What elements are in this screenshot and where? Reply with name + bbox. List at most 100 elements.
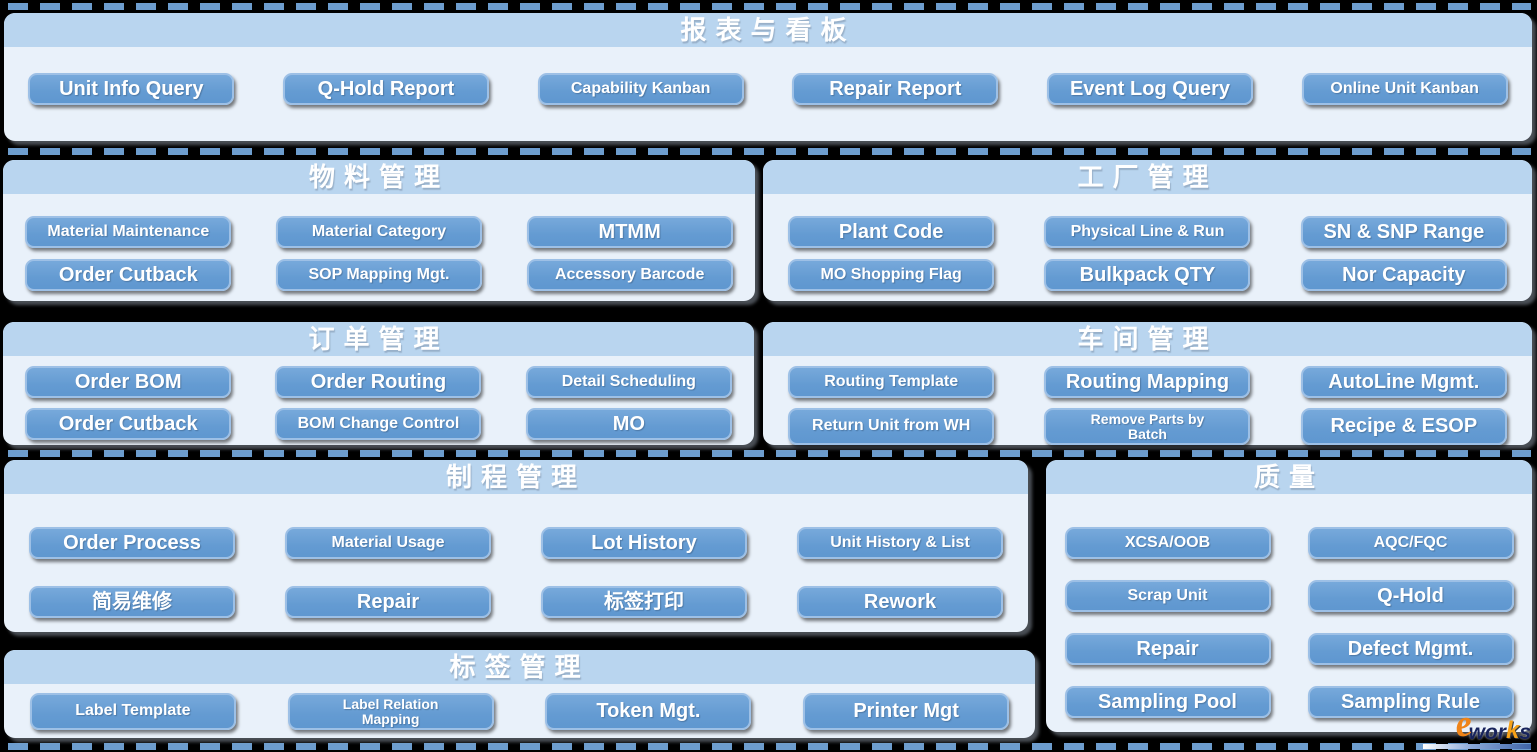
button-label-relation-mapping[interactable]: Label Relation Mapping	[287, 693, 494, 731]
button-mo-shopping-flag[interactable]: MO Shopping Flag	[788, 259, 995, 291]
button-row: Order Cutback SOP Mapping Mgt. Accessory…	[3, 259, 755, 291]
eworks-logo-s: s	[1519, 721, 1531, 744]
button-order-cutback[interactable]: Order Cutback	[25, 259, 232, 291]
button-return-unit-from-wh[interactable]: Return Unit from WH	[788, 408, 995, 446]
button-sampling-pool[interactable]: Sampling Pool	[1064, 686, 1271, 718]
button-accessory-barcode[interactable]: Accessory Barcode	[526, 259, 733, 291]
section-title-order: 订单管理	[3, 322, 754, 356]
button-q-hold-report[interactable]: Q-Hold Report	[282, 73, 489, 105]
button-mo[interactable]: MO	[525, 408, 732, 440]
button-row: Scrap Unit Q-Hold	[1046, 580, 1532, 612]
button-row: Repair Defect Mgmt.	[1046, 633, 1532, 665]
button-row: 简易维修 Repair 标签打印 Rework	[4, 586, 1028, 618]
button-sop-mapping-mgt[interactable]: SOP Mapping Mgt.	[275, 259, 482, 291]
button-nor-capacity[interactable]: Nor Capacity	[1300, 259, 1507, 291]
eworks-logo-underline	[1423, 744, 1531, 749]
eworks-logo-wor: wor	[1468, 721, 1506, 744]
button-online-unit-kanban[interactable]: Online Unit Kanban	[1301, 73, 1508, 105]
button-sampling-rule[interactable]: Sampling Rule	[1307, 686, 1514, 718]
section-title-workshop: 车间管理	[763, 322, 1532, 356]
button-label-printing[interactable]: 标签打印	[541, 586, 747, 618]
dashed-divider-top	[8, 3, 1531, 10]
button-xcsa-oob[interactable]: XCSA/OOB	[1064, 527, 1271, 559]
button-detail-scheduling[interactable]: Detail Scheduling	[525, 366, 732, 398]
button-repair[interactable]: Repair	[1064, 633, 1271, 665]
section-plant-mgmt: 工厂管理 Plant Code Physical Line & Run SN &…	[763, 160, 1532, 301]
button-lot-history[interactable]: Lot History	[541, 527, 747, 559]
button-event-log-query[interactable]: Event Log Query	[1046, 73, 1253, 105]
button-bom-change-control[interactable]: BOM Change Control	[275, 408, 482, 440]
button-simple-repair[interactable]: 简易维修	[29, 586, 235, 618]
section-title-quality: 质量	[1046, 460, 1532, 494]
button-defect-mgmt[interactable]: Defect Mgmt.	[1307, 633, 1514, 665]
button-row: Material Maintenance Material Category M…	[3, 216, 755, 248]
button-autoline-mgmt[interactable]: AutoLine Mgmt.	[1300, 366, 1507, 398]
button-label-template[interactable]: Label Template	[29, 693, 236, 731]
button-rework[interactable]: Rework	[797, 586, 1003, 618]
button-plant-code[interactable]: Plant Code	[788, 216, 995, 248]
button-repair-report[interactable]: Repair Report	[792, 73, 999, 105]
section-title-label: 标签管理	[4, 650, 1035, 684]
button-material-category[interactable]: Material Category	[275, 216, 482, 248]
button-mtmm[interactable]: MTMM	[526, 216, 733, 248]
button-routing-template[interactable]: Routing Template	[788, 366, 995, 398]
button-order-process[interactable]: Order Process	[29, 527, 235, 559]
section-title-process: 制程管理	[4, 460, 1028, 494]
button-order-routing[interactable]: Order Routing	[275, 366, 482, 398]
button-token-mgt[interactable]: Token Mgt.	[545, 693, 752, 731]
button-row: Order Cutback BOM Change Control MO	[3, 408, 754, 440]
section-body: Unit Info Query Q-Hold Report Capability…	[4, 47, 1532, 105]
button-order-cutback[interactable]: Order Cutback	[25, 408, 232, 440]
section-order-mgmt: 订单管理 Order BOM Order Routing Detail Sche…	[3, 322, 754, 445]
button-routing-mapping[interactable]: Routing Mapping	[1044, 366, 1251, 398]
section-body: Label Template Label Relation Mapping To…	[4, 684, 1035, 731]
button-scrap-unit[interactable]: Scrap Unit	[1064, 580, 1271, 612]
section-label-mgmt: 标签管理 Label Template Label Relation Mappi…	[4, 650, 1035, 738]
section-workshop-mgmt: 车间管理 Routing Template Routing Mapping Au…	[763, 322, 1532, 446]
button-row: Unit Info Query Q-Hold Report Capability…	[4, 73, 1532, 105]
button-printer-mgt[interactable]: Printer Mgt	[803, 693, 1010, 731]
button-order-bom[interactable]: Order BOM	[25, 366, 232, 398]
dashed-divider-row3	[8, 450, 1531, 457]
button-capability-kanban[interactable]: Capability Kanban	[537, 73, 744, 105]
section-title-plant: 工厂管理	[763, 160, 1532, 194]
button-row: Routing Template Routing Mapping AutoLin…	[763, 366, 1532, 398]
section-material-mgmt: 物料管理 Material Maintenance Material Categ…	[3, 160, 755, 301]
section-process-mgmt: 制程管理 Order Process Material Usage Lot Hi…	[4, 460, 1028, 632]
button-material-maintenance[interactable]: Material Maintenance	[25, 216, 232, 248]
section-body: XCSA/OOB AQC/FQC Scrap Unit Q-Hold Repai…	[1046, 494, 1532, 718]
button-row: Label Template Label Relation Mapping To…	[4, 693, 1035, 731]
section-body: Order Process Material Usage Lot History…	[4, 494, 1028, 618]
section-body: Plant Code Physical Line & Run SN & SNP …	[763, 194, 1532, 291]
section-body: Material Maintenance Material Category M…	[3, 194, 755, 291]
button-bulkpack-qty[interactable]: Bulkpack QTY	[1044, 259, 1251, 291]
button-sn-snp-range[interactable]: SN & SNP Range	[1300, 216, 1507, 248]
button-row: Plant Code Physical Line & Run SN & SNP …	[763, 216, 1532, 248]
button-row: Sampling Pool Sampling Rule	[1046, 686, 1532, 718]
dashed-divider-row1	[8, 148, 1531, 155]
button-repair[interactable]: Repair	[285, 586, 491, 618]
button-row: Order Process Material Usage Lot History…	[4, 527, 1028, 559]
button-material-usage[interactable]: Material Usage	[285, 527, 491, 559]
section-title-material: 物料管理	[3, 160, 755, 194]
button-row: Order BOM Order Routing Detail Schedulin…	[3, 366, 754, 398]
eworks-logo-k: k	[1505, 717, 1520, 744]
section-title-reports: 报表与看板	[4, 13, 1532, 47]
section-body: Routing Template Routing Mapping AutoLin…	[763, 356, 1532, 446]
section-quality: 质量 XCSA/OOB AQC/FQC Scrap Unit Q-Hold Re…	[1046, 460, 1532, 732]
button-aqc-fqc[interactable]: AQC/FQC	[1307, 527, 1514, 559]
button-unit-history-list[interactable]: Unit History & List	[797, 527, 1003, 559]
dashed-divider-bottom	[8, 743, 1531, 750]
button-recipe-esop[interactable]: Recipe & ESOP	[1300, 408, 1507, 446]
button-q-hold[interactable]: Q-Hold	[1307, 580, 1514, 612]
button-row: Return Unit from WH Remove Parts by Batc…	[763, 408, 1532, 446]
button-physical-line-run[interactable]: Physical Line & Run	[1044, 216, 1251, 248]
button-row: MO Shopping Flag Bulkpack QTY Nor Capaci…	[763, 259, 1532, 291]
button-remove-parts-by-batch[interactable]: Remove Parts by Batch	[1044, 408, 1251, 446]
button-unit-info-query[interactable]: Unit Info Query	[28, 73, 235, 105]
eworks-logo-e-swoosh: e	[1451, 702, 1475, 746]
section-body: Order BOM Order Routing Detail Schedulin…	[3, 356, 754, 440]
